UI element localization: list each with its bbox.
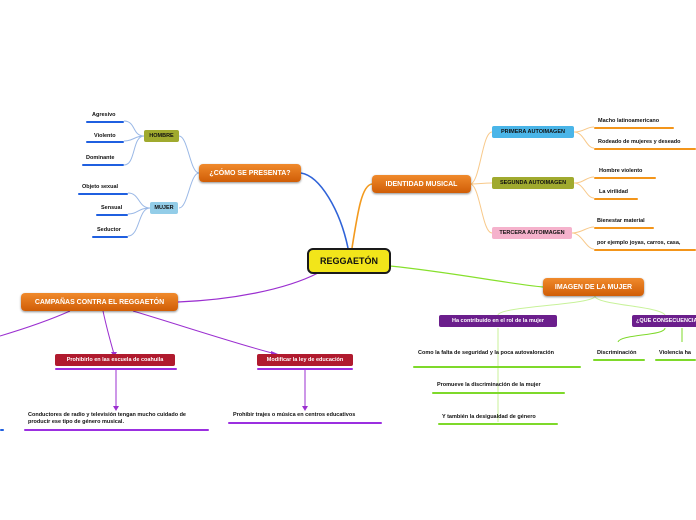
underline — [413, 366, 581, 368]
subtopic-prohibirlo-coahuila[interactable]: Prohibirlo en las escuela de coahuila — [55, 354, 175, 366]
leaf-violento[interactable]: Violento — [94, 133, 116, 139]
subtopic-ha-contribuido[interactable]: Ha contribuido en el rol de la mujer — [439, 315, 557, 327]
link-identidad-primera — [469, 131, 493, 185]
underline — [86, 141, 124, 143]
leaf-seductor[interactable]: Seductor — [97, 227, 121, 233]
underline — [594, 227, 654, 229]
subtopic-modificar-ley[interactable]: Modificar la ley de educación — [257, 354, 353, 366]
link-segunda-virilidad — [573, 182, 595, 199]
underline — [24, 429, 209, 431]
subtopic-tercera-autoimagen[interactable]: TERCERA AUTOIMAGEN — [492, 227, 572, 239]
link-tercera-ejemplo — [571, 232, 595, 250]
subtopic-mujer[interactable]: MUJER — [150, 202, 178, 214]
underline — [92, 236, 128, 238]
arrowhead — [113, 406, 119, 411]
underline — [438, 423, 558, 425]
link-center-presenta — [300, 172, 349, 249]
central-topic[interactable]: REGGAETÓN — [307, 248, 391, 274]
link-mujer-objeto — [127, 192, 151, 209]
leaf-conductores-radio-tv[interactable]: Conductores de radio y televisión tengan… — [28, 412, 186, 425]
leaf-prohibir-trajes-musica[interactable]: Prohibir trajes o música en centros educ… — [233, 412, 356, 418]
subtopic-hombre[interactable]: HOMBRE — [144, 130, 179, 142]
leaf-joyas-carros-casa[interactable]: por ejemplo joyas, carros, casa, — [597, 240, 681, 246]
leaf-objeto-sexual[interactable]: Objeto sexual — [82, 184, 119, 190]
link-segunda-hombre — [573, 176, 595, 184]
link-mujer-seductor — [127, 207, 151, 237]
topic-identidad-musical[interactable]: IDENTIDAD MUSICAL — [372, 175, 471, 193]
underline — [257, 368, 353, 370]
underline — [594, 127, 674, 129]
underline — [594, 148, 696, 150]
leaf-falta-de-seguridad[interactable]: Como la falta de seguridad y la poca aut… — [418, 350, 555, 356]
underline — [594, 198, 638, 200]
arrowhead — [302, 406, 308, 411]
link-imagen-consecuencias — [594, 295, 666, 316]
topic-imagen-de-la-mujer[interactable]: IMAGEN DE LA MUJER — [543, 278, 644, 296]
link-identidad-tercera — [469, 183, 493, 234]
link-hombre-dominante — [123, 135, 145, 166]
underline — [432, 392, 565, 394]
underline — [655, 359, 696, 361]
leaf-violencia[interactable]: Violencia ha — [659, 350, 691, 356]
subtopic-segunda-autoimagen[interactable]: SEGUNDA AUTOIMAGEN — [492, 177, 574, 189]
link-presenta-mujer — [178, 172, 200, 209]
underline — [0, 429, 4, 431]
underline — [594, 249, 696, 251]
leaf-macho-latinoamericano[interactable]: Macho latinoamericano — [598, 118, 660, 124]
topic-campanas-contra-el-reggaeton[interactable]: CAMPAÑAS CONTRA EL REGGAETÓN — [21, 293, 178, 311]
subtopic-que-consecuencias[interactable]: ¿QUE CONSECUENCIAS — [632, 315, 696, 327]
link-campanas-left — [0, 310, 71, 337]
leaf-discriminacion[interactable]: Discriminación — [597, 350, 637, 356]
underline — [55, 368, 177, 370]
leaf-hombre-violento[interactable]: Hombre violento — [599, 168, 643, 174]
underline — [593, 359, 645, 361]
link-presenta-hombre — [178, 135, 200, 174]
subtopic-primera-autoimagen[interactable]: PRIMERA AUTOIMAGEN — [492, 126, 574, 138]
underline — [82, 164, 124, 166]
link-primera-macho — [573, 126, 595, 133]
leaf-agresivo[interactable]: Agresivo — [92, 112, 116, 118]
underline — [96, 214, 128, 216]
underline — [78, 193, 128, 195]
leaf-la-virilidad[interactable]: La virilidad — [599, 189, 629, 195]
leaf-promueve-discriminacion[interactable]: Promueve la discriminación de la mujer — [437, 382, 541, 388]
leaf-dominante[interactable]: Dominante — [86, 155, 115, 161]
link-center-identidad — [351, 183, 373, 249]
underline — [86, 121, 124, 123]
underline — [228, 422, 382, 424]
link-tercera-bienestar — [571, 226, 595, 234]
leaf-rodeado-de-mujeres[interactable]: Rodeado de mujeres y deseado — [598, 139, 681, 145]
leaf-bienestar-material[interactable]: Bienestar material — [597, 218, 645, 224]
link-hombre-agresivo — [123, 120, 145, 137]
leaf-sensual[interactable]: Sensual — [101, 205, 123, 211]
link-imagen-contribuido — [497, 295, 596, 316]
link-identidad-segunda — [469, 182, 493, 185]
underline — [594, 177, 656, 179]
leaf-desigualdad-de-genero[interactable]: Y también la desigualdad de género — [442, 414, 536, 420]
topic-como-se-presenta[interactable]: ¿CÓMO SE PRESENTA? — [199, 164, 301, 182]
link-consecuencias-discriminacion — [617, 327, 666, 343]
link-primera-rodeado — [573, 131, 595, 149]
link-campanas-ley — [132, 310, 277, 355]
link-center-campanas — [177, 272, 319, 303]
link-campanas-coahuila — [102, 310, 115, 355]
link-center-imagen — [389, 265, 544, 288]
